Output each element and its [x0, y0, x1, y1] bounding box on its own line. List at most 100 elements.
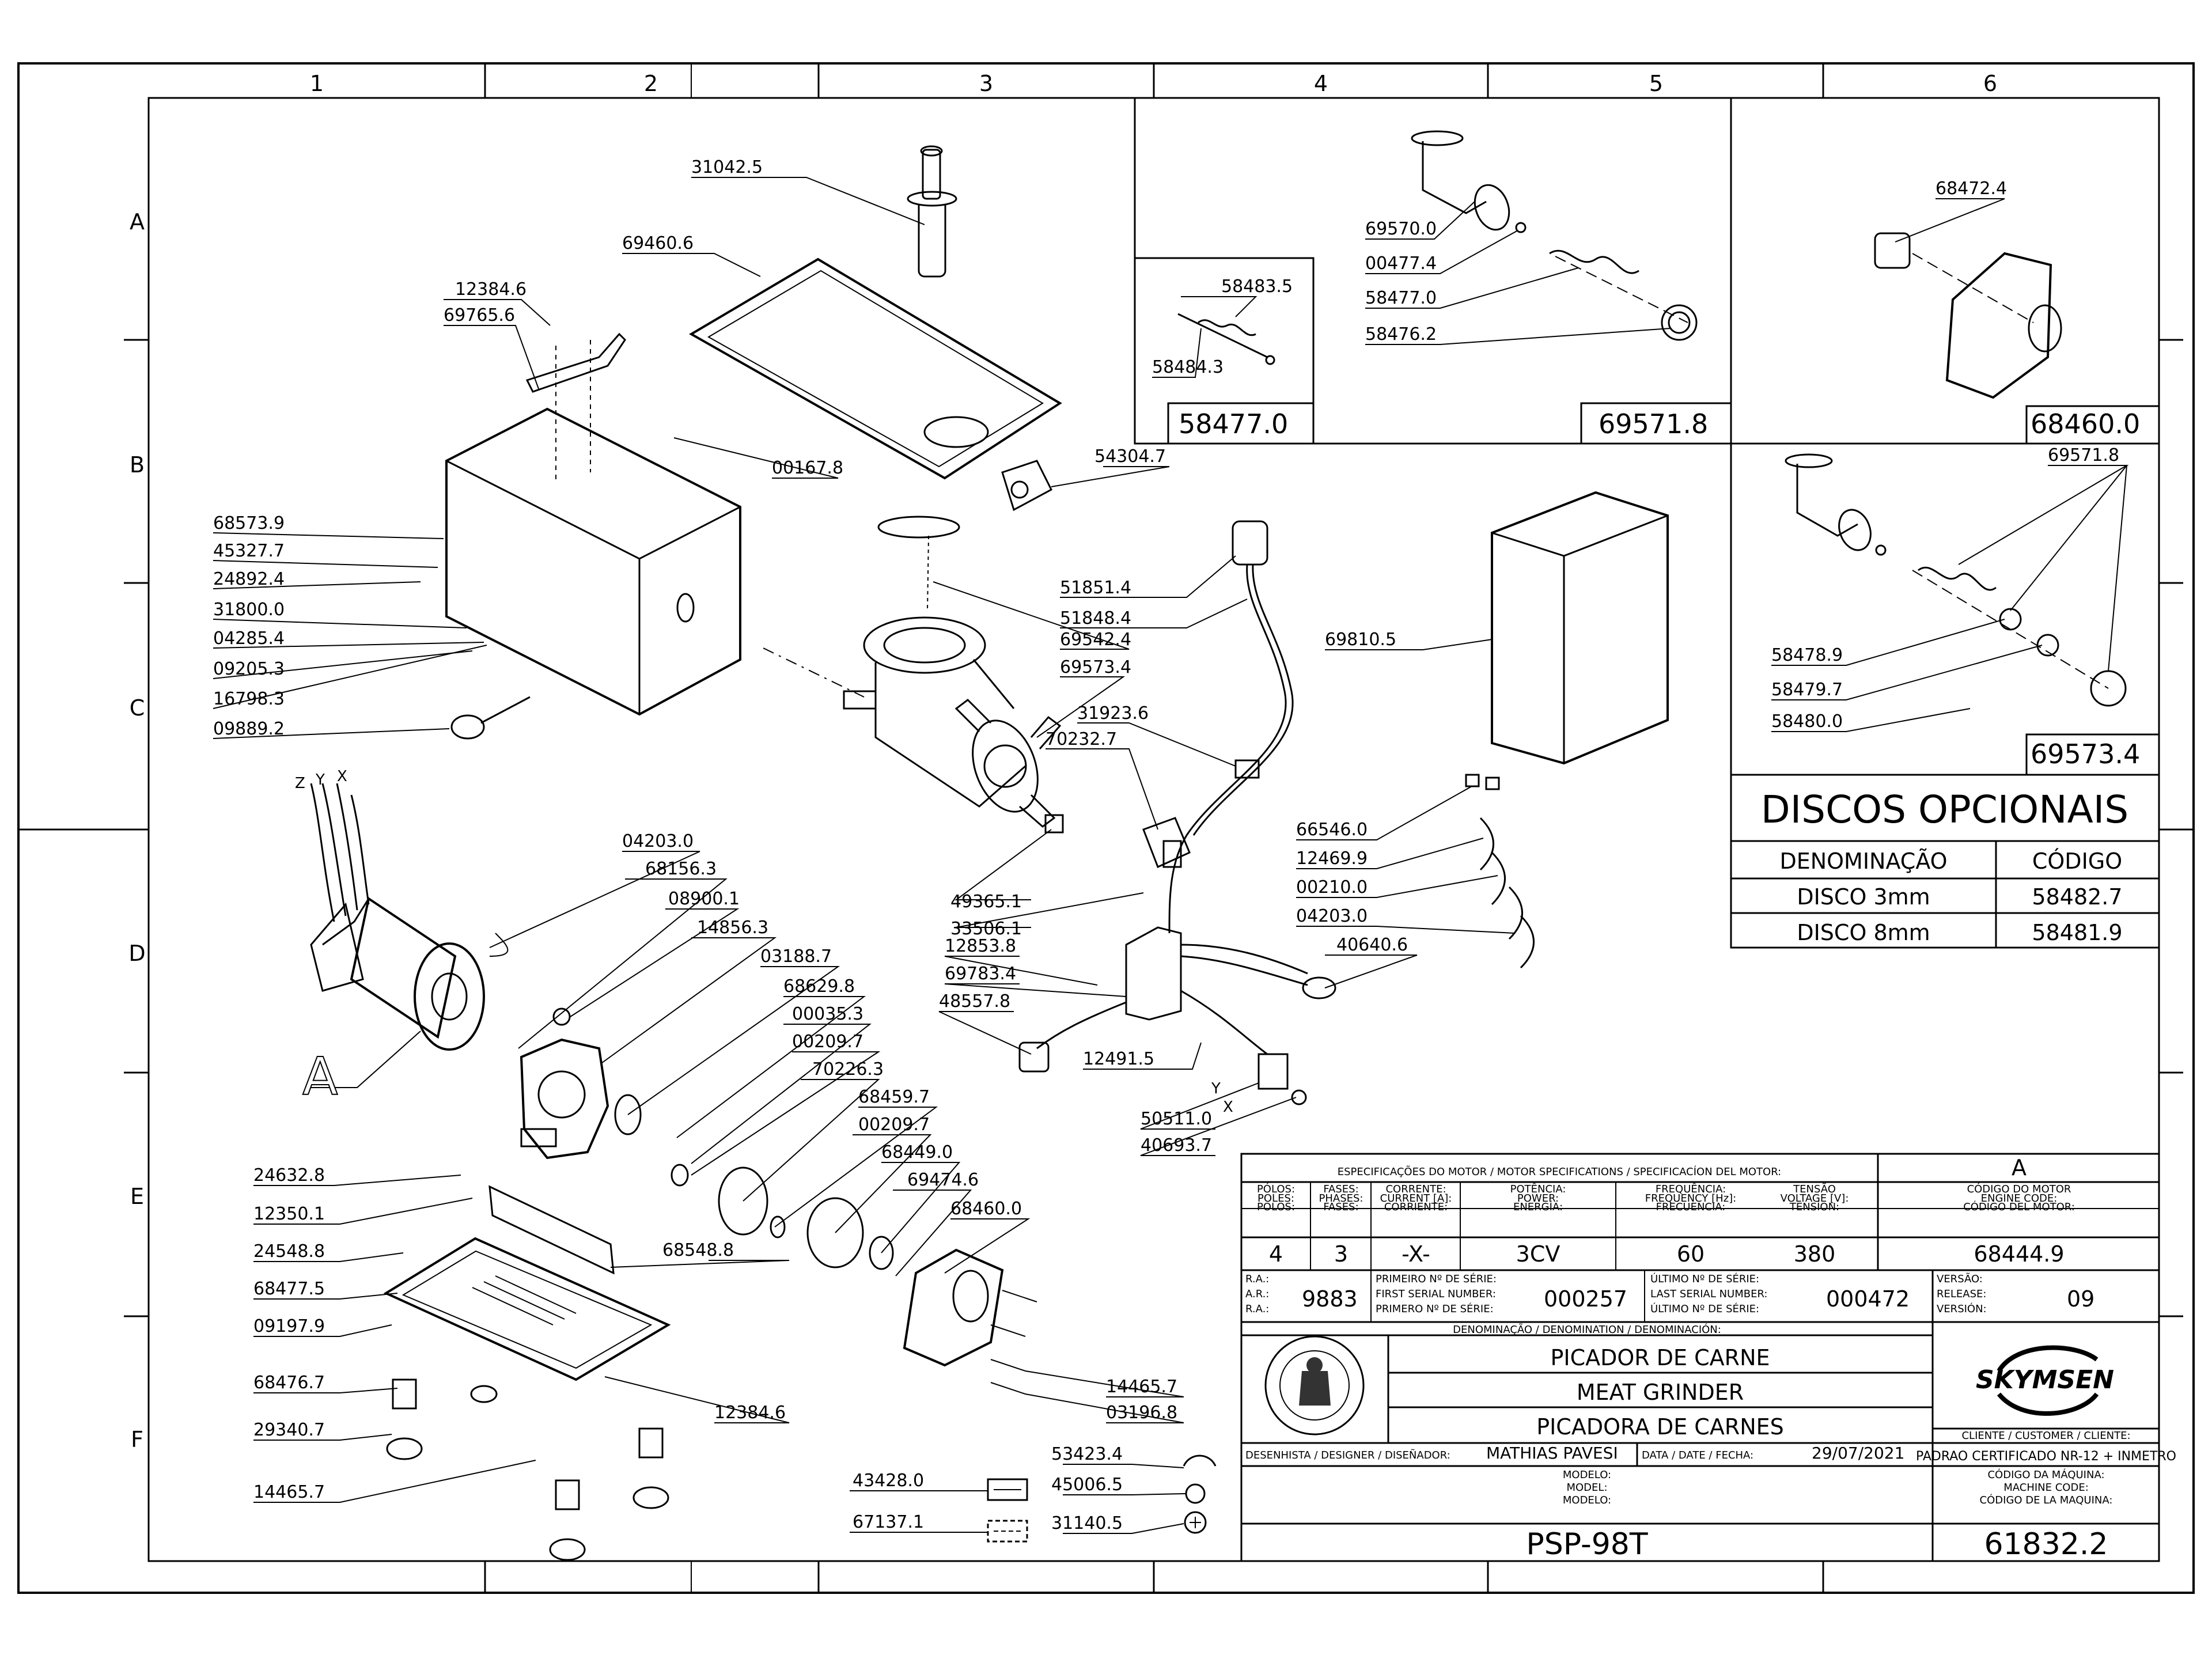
worm-small: [1177, 313, 1275, 365]
disco-name: DISCO 8mm: [1797, 920, 1930, 945]
model-label: MODEL:: [1566, 1482, 1607, 1494]
callout: 68459.7: [858, 1087, 930, 1107]
date-value: 29/07/2021: [1812, 1444, 1904, 1463]
callout: 58477.0: [1365, 288, 1437, 308]
motor-spec-header: ESPECIFICAÇÕES DO MOTOR / MOTOR SPECIFIC…: [1338, 1165, 1782, 1178]
authorized-service-seal: [1264, 1335, 1365, 1435]
callout: 53423.4: [1051, 1444, 1123, 1464]
cover-screws: [990, 1290, 1037, 1395]
customer-label: CLIENTE / CUSTOMER / CLIENTE:: [1961, 1430, 2130, 1442]
rubber-feet: [386, 1378, 669, 1561]
kit-code: 68460.0: [2031, 408, 2140, 440]
callout: 48557.8: [939, 991, 1010, 1012]
callout: 12491.5: [1083, 1049, 1154, 1069]
legend-symbols: [987, 1455, 1217, 1543]
spec-value: 4: [1269, 1241, 1283, 1267]
spec-label: CÓDIGO DEL MOTOR:: [1963, 1200, 2075, 1213]
callout: 14465.7: [253, 1482, 325, 1502]
serial-label: VERSÃO:: [1937, 1272, 1983, 1285]
callout: 31923.6: [1077, 703, 1149, 724]
row-label: B: [130, 452, 145, 478]
column-label: 3: [979, 71, 993, 96]
spec-label: PÓLOS:: [1257, 1183, 1295, 1195]
callout: 24632.8: [253, 1165, 325, 1185]
machine-code-label: CÓDIGO DE LA MAQUINA:: [1980, 1494, 2113, 1506]
discos-header-denom: DENOMINAÇÃO: [1779, 849, 1947, 874]
callout: 70232.7: [1046, 729, 1117, 749]
spec-value: 60: [1677, 1241, 1705, 1267]
callout: 40693.7: [1141, 1135, 1212, 1156]
product-name-en: MEAT GRINDER: [1577, 1380, 1744, 1405]
gear-cover: [903, 1248, 1004, 1367]
spec-label: FREQUENCY [Hz]:: [1645, 1192, 1736, 1205]
machine-code-value: 61832.2: [1984, 1527, 2108, 1562]
product-name-es: PICADORA DE CARNES: [1536, 1414, 1784, 1440]
spec-label: TENSÍON:: [1789, 1200, 1839, 1213]
callout: 66546.0: [1296, 820, 1368, 840]
plug-bracket: [1142, 817, 1191, 869]
leader-lines: [213, 177, 2129, 1534]
wire-label: Y: [315, 771, 325, 789]
callout: 12853.8: [945, 936, 1016, 956]
kit-codes: 58477.0 69571.8 68460.0 69573.4: [1179, 408, 2140, 770]
column-label: 2: [644, 71, 658, 96]
last-serial-value: 000472: [1826, 1286, 1910, 1312]
contactor-box: [1018, 926, 1336, 1073]
switch-guard: [1001, 460, 1052, 512]
spec-value: 380: [1794, 1241, 1836, 1267]
column-label: 4: [1314, 71, 1328, 96]
mount-panel: [488, 1185, 615, 1275]
head-kit-69573: [1785, 453, 2127, 707]
head-kit-69571: [1411, 130, 1698, 341]
gear-train: [614, 1094, 894, 1270]
callout: 14465.7: [1106, 1377, 1177, 1397]
row-labels: A B C D E F: [128, 209, 145, 1452]
spec-label: PHASES:: [1319, 1192, 1363, 1205]
spec-value: 68444.9: [1974, 1241, 2064, 1267]
spec-label: CÓDIGO DO MOTOR: [1967, 1183, 2071, 1195]
column-label: 6: [1983, 71, 1997, 96]
disco-name: DISCO 3mm: [1797, 884, 1930, 910]
callout: 68472.4: [1936, 179, 2007, 199]
motor-housing-box: [445, 407, 741, 716]
spec-label: VOLTAGE [V]:: [1781, 1192, 1849, 1205]
callout: 58484.3: [1152, 357, 1224, 377]
callout: 03196.8: [1106, 1403, 1177, 1423]
column-label: 1: [310, 71, 324, 96]
row-label: E: [130, 1184, 144, 1209]
callout: 09889.2: [213, 719, 285, 739]
row-label: A: [130, 209, 145, 234]
skymsen-logo: SKYMSEN: [1976, 1345, 2114, 1416]
disco-code: 58482.7: [2032, 884, 2122, 910]
callout: 45006.5: [1051, 1475, 1123, 1495]
brand-name: SKYMSEN: [1976, 1365, 2114, 1395]
spec-label: CORRENTE:: [1385, 1183, 1446, 1195]
callout: 16798.3: [213, 689, 285, 709]
callout: 31140.5: [1051, 1513, 1123, 1533]
callout: 12384.6: [714, 1403, 786, 1423]
callout: 08900.1: [668, 889, 740, 909]
callout: 58476.2: [1365, 324, 1437, 344]
model-value: PSP-98T: [1526, 1527, 1648, 1562]
ra-value: 9883: [1302, 1286, 1358, 1312]
callout: 68476.7: [253, 1373, 325, 1393]
serial-label: R.A.:: [1245, 1273, 1269, 1285]
handle-bracket: [525, 332, 626, 484]
serial-label: FIRST SERIAL NUMBER:: [1376, 1288, 1496, 1300]
callout: 43428.0: [853, 1471, 924, 1491]
callout: 69542.4: [1060, 630, 1131, 650]
callout: 03188.7: [760, 946, 832, 967]
callout: 68477.5: [253, 1279, 325, 1299]
motor: [310, 783, 485, 1051]
spec-label: POLES:: [1257, 1192, 1294, 1205]
serial-label: LAST SERIAL NUMBER:: [1650, 1288, 1767, 1300]
discos-opcionais-table: DISCOS OPCIONAIS DENOMINAÇÃO CÓDIGO DISC…: [1730, 774, 2160, 949]
date-label: DATA / DATE / FECHA:: [1642, 1449, 1753, 1461]
cover-kit-68460: [1874, 232, 2062, 399]
serial-label: PRIMEIRO Nº DE SÉRIE:: [1376, 1272, 1497, 1285]
callout: 68573.9: [213, 513, 285, 533]
callout: 51848.4: [1060, 608, 1131, 628]
part-drawings: [310, 130, 2127, 1561]
callout: 45327.7: [213, 541, 285, 561]
spec-label: TENSÃO: [1793, 1183, 1836, 1195]
